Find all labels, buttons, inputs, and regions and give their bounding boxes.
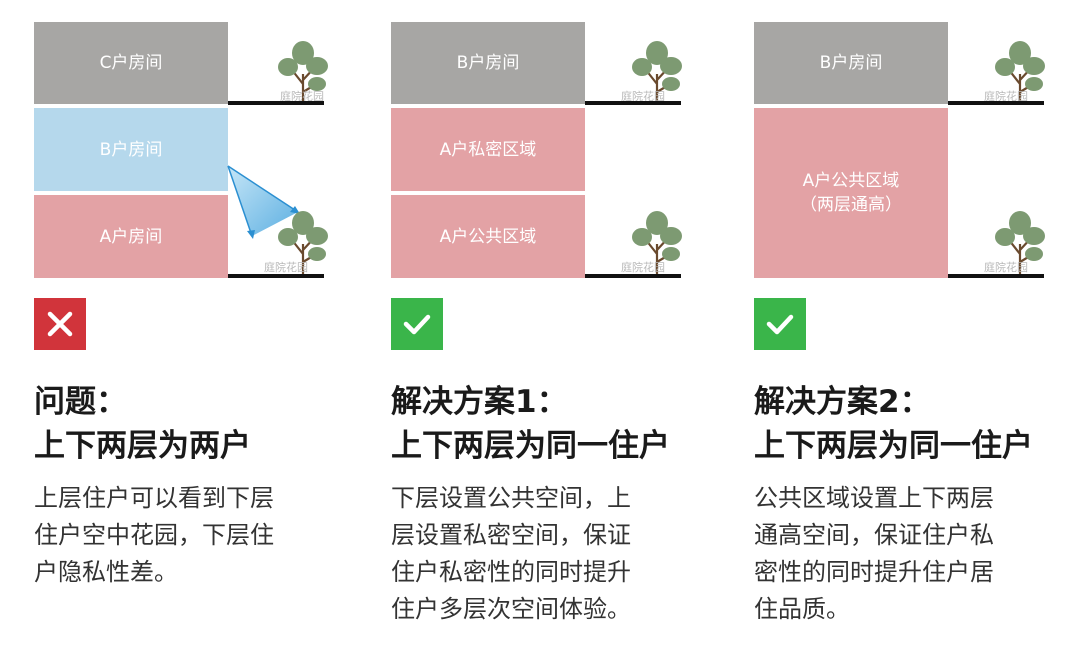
sight-line-arrow bbox=[227, 165, 300, 239]
check-badge bbox=[754, 298, 806, 350]
room-a-double-height: A户公共区域 （两层通高） bbox=[754, 108, 948, 278]
room-a-public: A户公共区域 bbox=[391, 195, 585, 278]
room-a: A户房间 bbox=[34, 195, 228, 278]
panel-description: 下层设置公共空间，上 层设置私密空间，保证 住户私密性的同时提升 住户多层次空间… bbox=[391, 484, 631, 623]
panel-heading: 解决方案2： 上下两层为同一住户 bbox=[754, 384, 1033, 464]
panel-heading: 问题： 上下两层为两户 bbox=[34, 384, 251, 464]
check-badge bbox=[391, 298, 443, 350]
panel-solution-2: B户房间 A户公共区域 （两层通高） 庭院花园 庭院花园 解决方案2： 上下两层… bbox=[754, 0, 1074, 662]
garden-label: 庭院花园 bbox=[984, 90, 1028, 103]
panel-description: 公共区域设置上下两层 通高空间，保证住户私 密性的同时提升住户居 住品质。 bbox=[754, 484, 994, 623]
room-b: B户房间 bbox=[391, 22, 585, 104]
panel-heading: 解决方案1： 上下两层为同一住户 bbox=[391, 384, 670, 464]
garden-label: 庭院花园 bbox=[621, 261, 665, 274]
garden-label: 庭院花园 bbox=[984, 261, 1028, 274]
lower-garden-ground bbox=[948, 274, 1044, 278]
garden-label: 庭院花园 bbox=[621, 90, 665, 103]
panel-description: 上层住户可以看到下层 住户空中花园，下层住 户隐私性差。 bbox=[34, 484, 274, 586]
upper-garden-ground bbox=[585, 101, 681, 105]
section-diagram: B户房间 A户公共区域 （两层通高） 庭院花园 庭院花园 bbox=[754, 0, 1074, 290]
cross-icon bbox=[47, 311, 73, 337]
section-diagram: B户房间 A户私密区域 A户公共区域 庭院花园 庭院花园 bbox=[391, 0, 711, 290]
lower-garden-ground bbox=[228, 274, 324, 278]
upper-garden-ground bbox=[948, 101, 1044, 105]
panel-problem: C户房间 B户房间 A户房间 庭院花园 庭院花园 问题： 上下两层为两户 上 bbox=[34, 0, 354, 662]
check-icon bbox=[766, 314, 794, 335]
panel-solution-1: B户房间 A户私密区域 A户公共区域 庭院花园 庭院花园 解决方案1： 上下两层… bbox=[391, 0, 711, 662]
check-icon bbox=[403, 314, 431, 335]
room-b: B户房间 bbox=[754, 22, 948, 104]
section-diagram: C户房间 B户房间 A户房间 庭院花园 庭院花园 bbox=[34, 0, 354, 290]
garden-label: 庭院花园 bbox=[280, 90, 324, 103]
upper-garden-ground bbox=[228, 101, 324, 105]
garden-label: 庭院花园 bbox=[264, 261, 308, 274]
room-c: C户房间 bbox=[34, 22, 228, 104]
lower-garden-ground bbox=[585, 274, 681, 278]
room-b: B户房间 bbox=[34, 108, 228, 191]
cross-badge bbox=[34, 298, 86, 350]
room-a-private: A户私密区域 bbox=[391, 108, 585, 191]
